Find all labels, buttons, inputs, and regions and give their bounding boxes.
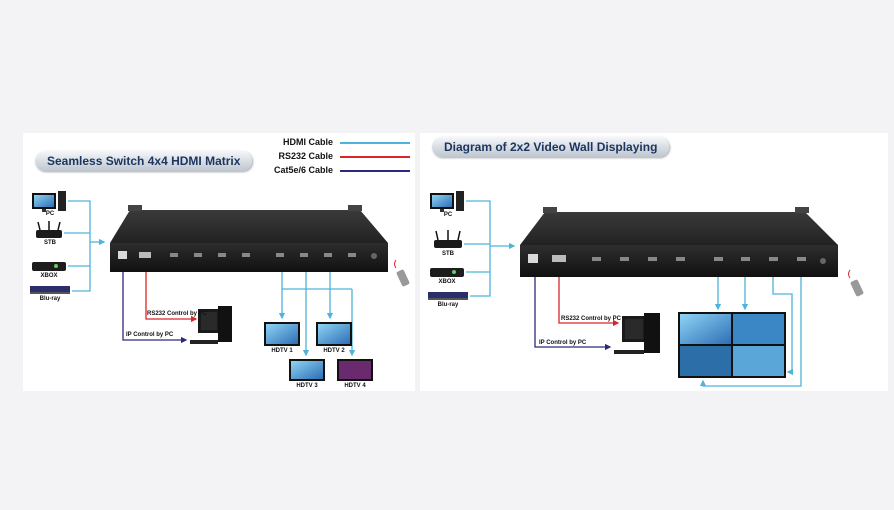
legend-rs232-line xyxy=(340,156,410,158)
source-label-bluray-right: Blu-ray xyxy=(437,302,459,308)
video-wall xyxy=(678,312,786,378)
legend-rs232-label: RS232 Cable xyxy=(278,151,333,161)
xbox-icon xyxy=(32,262,66,271)
hdtv-3-label: HDTV 3 xyxy=(296,383,318,389)
hdtv-4-screen xyxy=(337,359,373,381)
remote-control-icon-right xyxy=(848,269,864,297)
hdtv-2-label: HDTV 2 xyxy=(323,348,345,354)
pc-icon xyxy=(32,191,66,212)
pc-icon-right xyxy=(430,191,464,212)
remote-control-icon xyxy=(394,259,410,287)
ip-control-label-right: IP Control by PC xyxy=(539,340,587,346)
matrix-device-right xyxy=(520,207,838,277)
legend-cat-label: Cat5e/6 Cable xyxy=(273,165,333,175)
source-label-bluray: Blu-ray xyxy=(39,296,61,302)
source-label-xbox: XBOX xyxy=(40,273,58,279)
bluray-player-icon-right xyxy=(428,292,468,300)
router-icon xyxy=(36,221,62,238)
hdtv-4-label: HDTV 4 xyxy=(344,383,366,389)
rs232-control-label-right: RS232 Control by PC xyxy=(561,316,622,322)
control-pc-icon xyxy=(190,306,232,344)
control-pc-icon-right xyxy=(614,313,660,354)
hdtv-2-screen xyxy=(316,322,352,346)
source-label-xbox-right: XBOX xyxy=(438,279,456,285)
source-label-stb-right: STB xyxy=(442,251,454,257)
legend-hdmi-line xyxy=(340,142,410,144)
hdtv-3-screen xyxy=(289,359,325,381)
source-label-pc: PC xyxy=(45,211,55,217)
hdtv-1-label: HDTV 1 xyxy=(271,348,293,354)
source-label-stb: STB xyxy=(44,240,56,246)
hdtv-1-screen xyxy=(264,322,300,346)
ip-control-label: IP Control by PC xyxy=(126,332,174,338)
rs232-control-label: RS232 Control by PC xyxy=(147,311,208,317)
left-diagram-title: Seamless Switch 4x4 HDMI Matrix xyxy=(35,151,253,171)
legend-cat-line xyxy=(340,170,410,172)
right-diagram-title: Diagram of 2x2 Video Wall Displaying xyxy=(432,137,670,157)
source-label-pc-right: PC xyxy=(443,212,453,218)
matrix-device xyxy=(110,205,388,272)
router-icon-right xyxy=(434,230,462,248)
xbox-icon-right xyxy=(430,268,464,277)
legend-hdmi-label: HDMI Cable xyxy=(282,137,333,147)
bluray-player-icon xyxy=(30,286,70,294)
